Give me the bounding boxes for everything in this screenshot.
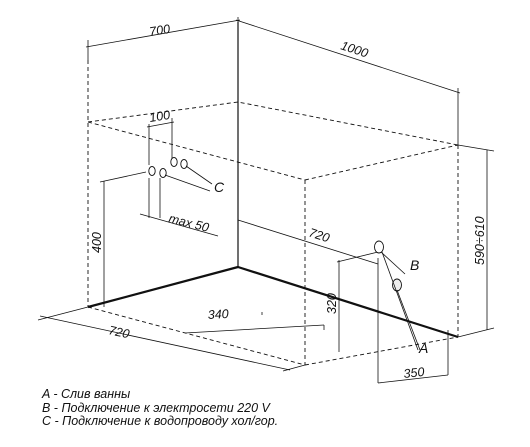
- legend: A - Слив ванны B - Подключение к электро…: [42, 387, 279, 429]
- legend-item-c: C - Подключение к водопроводу хол/гор.: [42, 414, 279, 428]
- callout-a: A: [418, 340, 428, 356]
- dim-320: 320: [325, 293, 339, 314]
- dimension-lines: [37, 17, 495, 384]
- callout-leaders: [164, 165, 421, 351]
- dim-700: 700: [148, 22, 171, 39]
- callout-c: C: [214, 179, 225, 195]
- dim-350: 350: [403, 365, 425, 381]
- dim-340: 340: [207, 307, 229, 322]
- legend-item-a: A - Слив ванны: [42, 387, 131, 401]
- dim-100: 100: [148, 108, 171, 125]
- dim-720-floor: 720: [107, 323, 130, 341]
- dim-720-wall: 720: [307, 226, 331, 246]
- callout-b: B: [410, 257, 419, 273]
- dim-1000: 1000: [339, 39, 370, 61]
- dim-400: 400: [90, 232, 104, 253]
- legend-item-b: B - Подключение к электросети 220 V: [42, 400, 270, 415]
- dim-max-50: max 50: [167, 211, 210, 235]
- water-inlet-right: [170, 157, 178, 167]
- electrical-socket: [374, 240, 384, 254]
- dim-590-610: 590÷610: [473, 216, 487, 265]
- dimension-labels: 700 1000 100 max 50 400 720 590÷610 340 …: [90, 22, 487, 381]
- connection-points: [148, 157, 402, 292]
- callout-labels: A B C: [214, 179, 428, 356]
- room-geometry: [87, 22, 459, 366]
- water-inlet-left: [148, 166, 156, 176]
